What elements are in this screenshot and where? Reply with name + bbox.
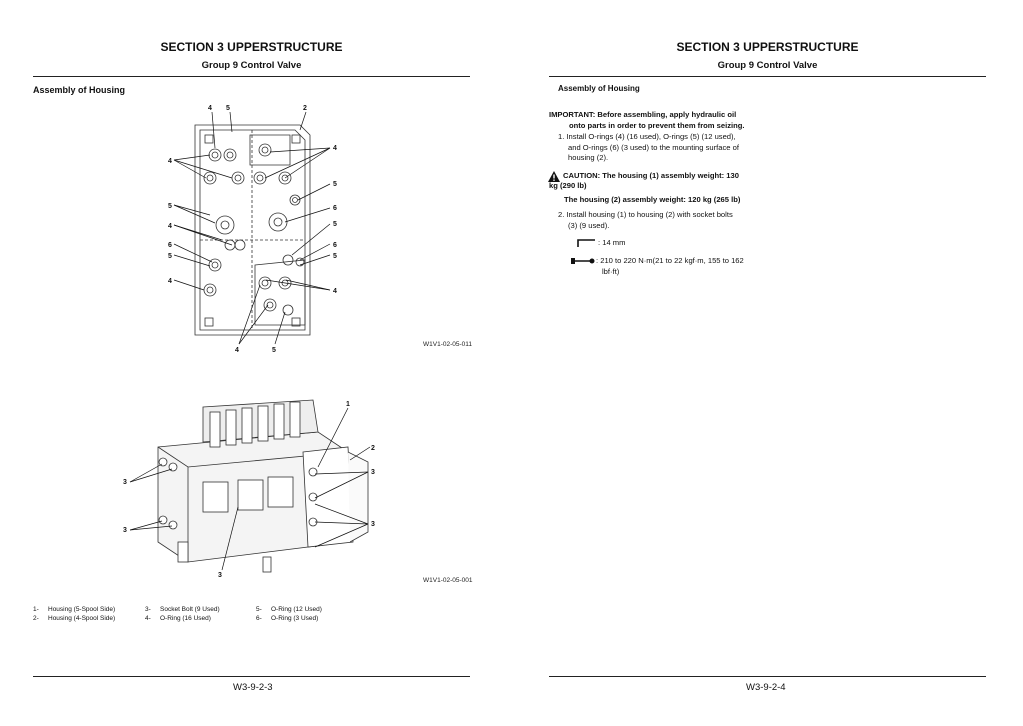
caution-line: The housing (2) assembly weight: 120 kg … [564, 195, 741, 204]
page-number: W3-9-2-4 [746, 682, 786, 693]
wrench-size: : 14 mm [598, 238, 626, 247]
legend-text: Housing (5-Spool Side) [48, 606, 116, 613]
step-2: 2. Install housing (1) to housing (2) wi… [558, 210, 733, 231]
important-line: IMPORTANT: Before assembling, apply hydr… [549, 110, 737, 119]
housing-isometric-diagram: 1 2 3 3 3 3 3 [123, 399, 375, 579]
callout-1: 1 [346, 401, 350, 408]
section-heading: Assembly of Housing [558, 84, 640, 93]
callout-4: 4 [168, 278, 172, 285]
callout-4: 4 [168, 223, 172, 230]
section-title: SECTION 3 UPPERSTRUCTURE [160, 40, 343, 54]
legend-num: 5- [256, 606, 262, 613]
legend-text: O-Ring (12 Used) [271, 606, 322, 613]
step-1: 1. Install O-rings (4) (16 used), O-ring… [558, 132, 739, 164]
step-line: (3) (9 used). [568, 220, 610, 230]
footer-rule [549, 676, 986, 677]
wrench-spec: : 14 mm [576, 238, 625, 248]
step-line: and O-rings (6) (3 used) to the mounting… [568, 142, 739, 152]
callout-5: 5 [168, 203, 172, 210]
section-title: SECTION 3 UPPERSTRUCTURE [676, 40, 859, 54]
hex-wrench-icon [577, 239, 595, 247]
callout-3: 3 [218, 572, 222, 579]
callout-5: 5 [333, 181, 337, 188]
legend-num: 2- [33, 615, 39, 622]
right-page: SECTION 3 UPPERSTRUCTURE Group 9 Control… [512, 0, 1023, 726]
callout-2: 2 [371, 445, 375, 452]
left-page: SECTION 3 UPPERSTRUCTURE Group 9 Control… [0, 0, 511, 726]
legend-num: 3- [145, 606, 151, 613]
callout-5: 5 [333, 221, 337, 228]
callout-3: 3 [123, 527, 127, 534]
group-title: Group 9 Control Valve [201, 60, 302, 71]
legend-text: O-Ring (16 Used) [160, 615, 211, 622]
important-note: IMPORTANT: Before assembling, apply hydr… [549, 110, 745, 131]
caution-note-cont: kg (290 lb) [549, 181, 587, 192]
legend-num: 4- [145, 615, 151, 622]
caution-line: CAUTION: The housing (1) assembly weight… [563, 171, 739, 180]
torque-value: lbf·ft) [602, 266, 620, 276]
legend-column-3: 5- O-Ring (12 Used) 6- O-Ring (3 Used) [256, 605, 322, 623]
legend-column-1: 1- Housing (5-Spool Side) 2- Housing (4-Sp… [33, 605, 115, 623]
callout-6: 6 [168, 242, 172, 249]
warning-icon [548, 171, 560, 182]
caution-note: CAUTION: The housing (1) assembly weight… [563, 171, 739, 182]
callout-4: 4 [235, 347, 239, 354]
callout-4: 4 [208, 105, 212, 112]
callout-4: 4 [333, 288, 337, 295]
callout-3: 3 [371, 521, 375, 528]
callout-5: 5 [168, 253, 172, 260]
step-line: housing (2). [568, 153, 609, 162]
important-line: onto parts in order to prevent them from… [569, 120, 745, 130]
step-line: 2. Install housing (1) to housing (2) wi… [558, 210, 733, 219]
legend-text: O-Ring (3 Used) [271, 615, 319, 622]
caution-weight-2: The housing (2) assembly weight: 120 kg … [564, 195, 740, 206]
figure-id: W1V1-02-05-011 [423, 341, 473, 348]
legend-text: Socket Bolt (9 Used) [160, 606, 220, 613]
header-rule [549, 76, 986, 77]
legend-num: 6- [256, 615, 262, 622]
callout-3: 3 [123, 479, 127, 486]
housing-top-view-diagram: 4 5 2 4 4 5 5 6 4 5 6 6 5 5 4 4 4 5 [168, 105, 337, 354]
footer-rule [33, 676, 470, 677]
section-heading: Assembly of Housing [33, 85, 126, 95]
legend-column-2: 3- Socket Bolt (9 Used) 4- O-Ring (16 Used… [145, 605, 220, 623]
figure-id: W1V1-02-05-001 [423, 577, 473, 584]
torque-wrench-icon [571, 258, 595, 264]
callout-6: 6 [333, 205, 337, 212]
callout-5: 5 [272, 347, 276, 354]
callout-5: 5 [333, 253, 337, 260]
callout-2: 2 [303, 105, 307, 112]
callout-3: 3 [371, 469, 375, 476]
page-number: W3-9-2-3 [233, 682, 273, 693]
callout-6: 6 [333, 242, 337, 249]
group-title: Group 9 Control Valve [717, 60, 818, 71]
callout-5: 5 [226, 105, 230, 112]
caution-line: kg (290 lb) [549, 181, 587, 190]
header-rule [33, 76, 470, 77]
torque-value: : 210 to 220 N·m(21 to 22 kgf·m, 155 to … [596, 256, 744, 265]
step-line: 1. Install O-rings (4) (16 used), O-ring… [558, 132, 736, 141]
legend-text: Housing (4-Spool Side) [48, 615, 116, 622]
callout-4: 4 [168, 158, 172, 165]
torque-spec: : 210 to 220 N·m(21 to 22 kgf·m, 155 to … [570, 256, 744, 277]
callout-4: 4 [333, 145, 337, 152]
legend-num: 1- [33, 606, 39, 613]
